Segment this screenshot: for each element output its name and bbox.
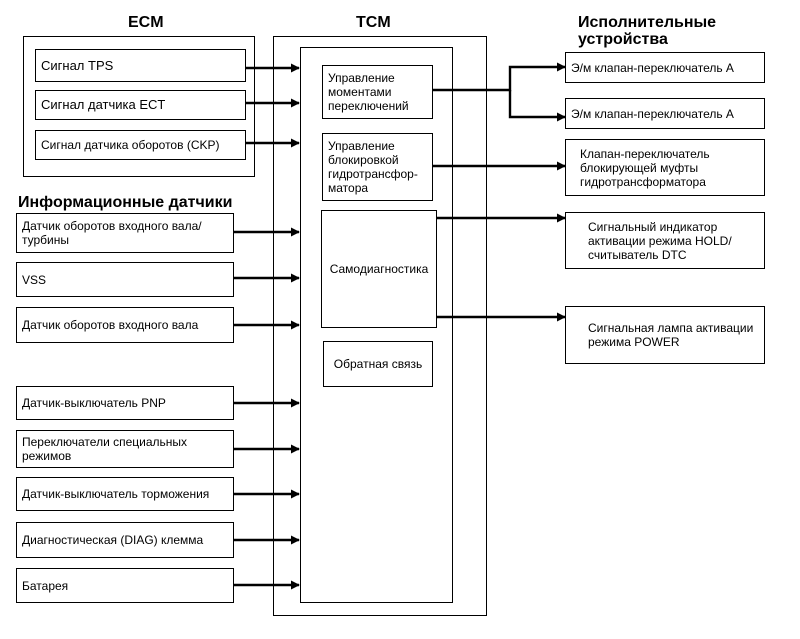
- ecm-input-ckp: Сигнал датчика оборотов (CKP): [35, 130, 246, 160]
- sensor-input-battery: Батарея: [16, 568, 234, 603]
- actuator-lockup-valve: Клапан-переключатель блокирующей муфты г…: [565, 139, 765, 196]
- tcm-shift-timing-control: Управление моментами переключений: [322, 65, 433, 119]
- sensors-header: Информационные датчики: [18, 194, 233, 211]
- sensor-input-brake-switch: Датчик-выключатель торможения: [16, 477, 234, 511]
- actuator-power-lamp: Сигнальная лампа активации режима POWER: [565, 306, 765, 364]
- sensor-input-vss: VSS: [16, 262, 234, 297]
- sensor-input-pnp: Датчик-выключатель PNP: [16, 386, 234, 420]
- arrow-out-1: [433, 62, 566, 92]
- sensor-input-turbine-speed: Датчик оборотов входного вала/турбины: [16, 213, 234, 253]
- sensor-input-shaft-speed: Датчик оборотов входного вала: [16, 307, 234, 343]
- ecm-input-ect: Сигнал датчика ECT: [35, 90, 246, 120]
- ecm-input-tps: Сигнал TPS: [35, 49, 246, 82]
- actuator-hold-indicator: Сигнальный индикатор активации режима HO…: [565, 212, 765, 269]
- tcm-header: TCM: [356, 14, 391, 31]
- actuators-header: Исполнительные устройства: [578, 14, 717, 48]
- tcm-lockup-control: Управление блокировкой гидротрансфор-мат…: [322, 133, 433, 201]
- sensor-input-mode-switches: Переключатели специальных режимов: [16, 430, 234, 468]
- actuator-shift-solenoid-a-1: Э/м клапан-переключатель A: [565, 52, 765, 83]
- tcm-feedback: Обратная связь: [323, 341, 433, 387]
- actuator-shift-solenoid-a-2: Э/м клапан-переключатель A: [565, 98, 765, 129]
- sensor-input-diag-terminal: Диагностическая (DIAG) клемма: [16, 522, 234, 558]
- ecm-header: ECM: [128, 14, 164, 31]
- ecm-frame: [23, 36, 255, 177]
- tcm-inner-frame: [300, 47, 453, 603]
- arrow-out-2: [508, 90, 566, 122]
- tcm-self-diagnosis: Самодиагностика: [321, 210, 437, 328]
